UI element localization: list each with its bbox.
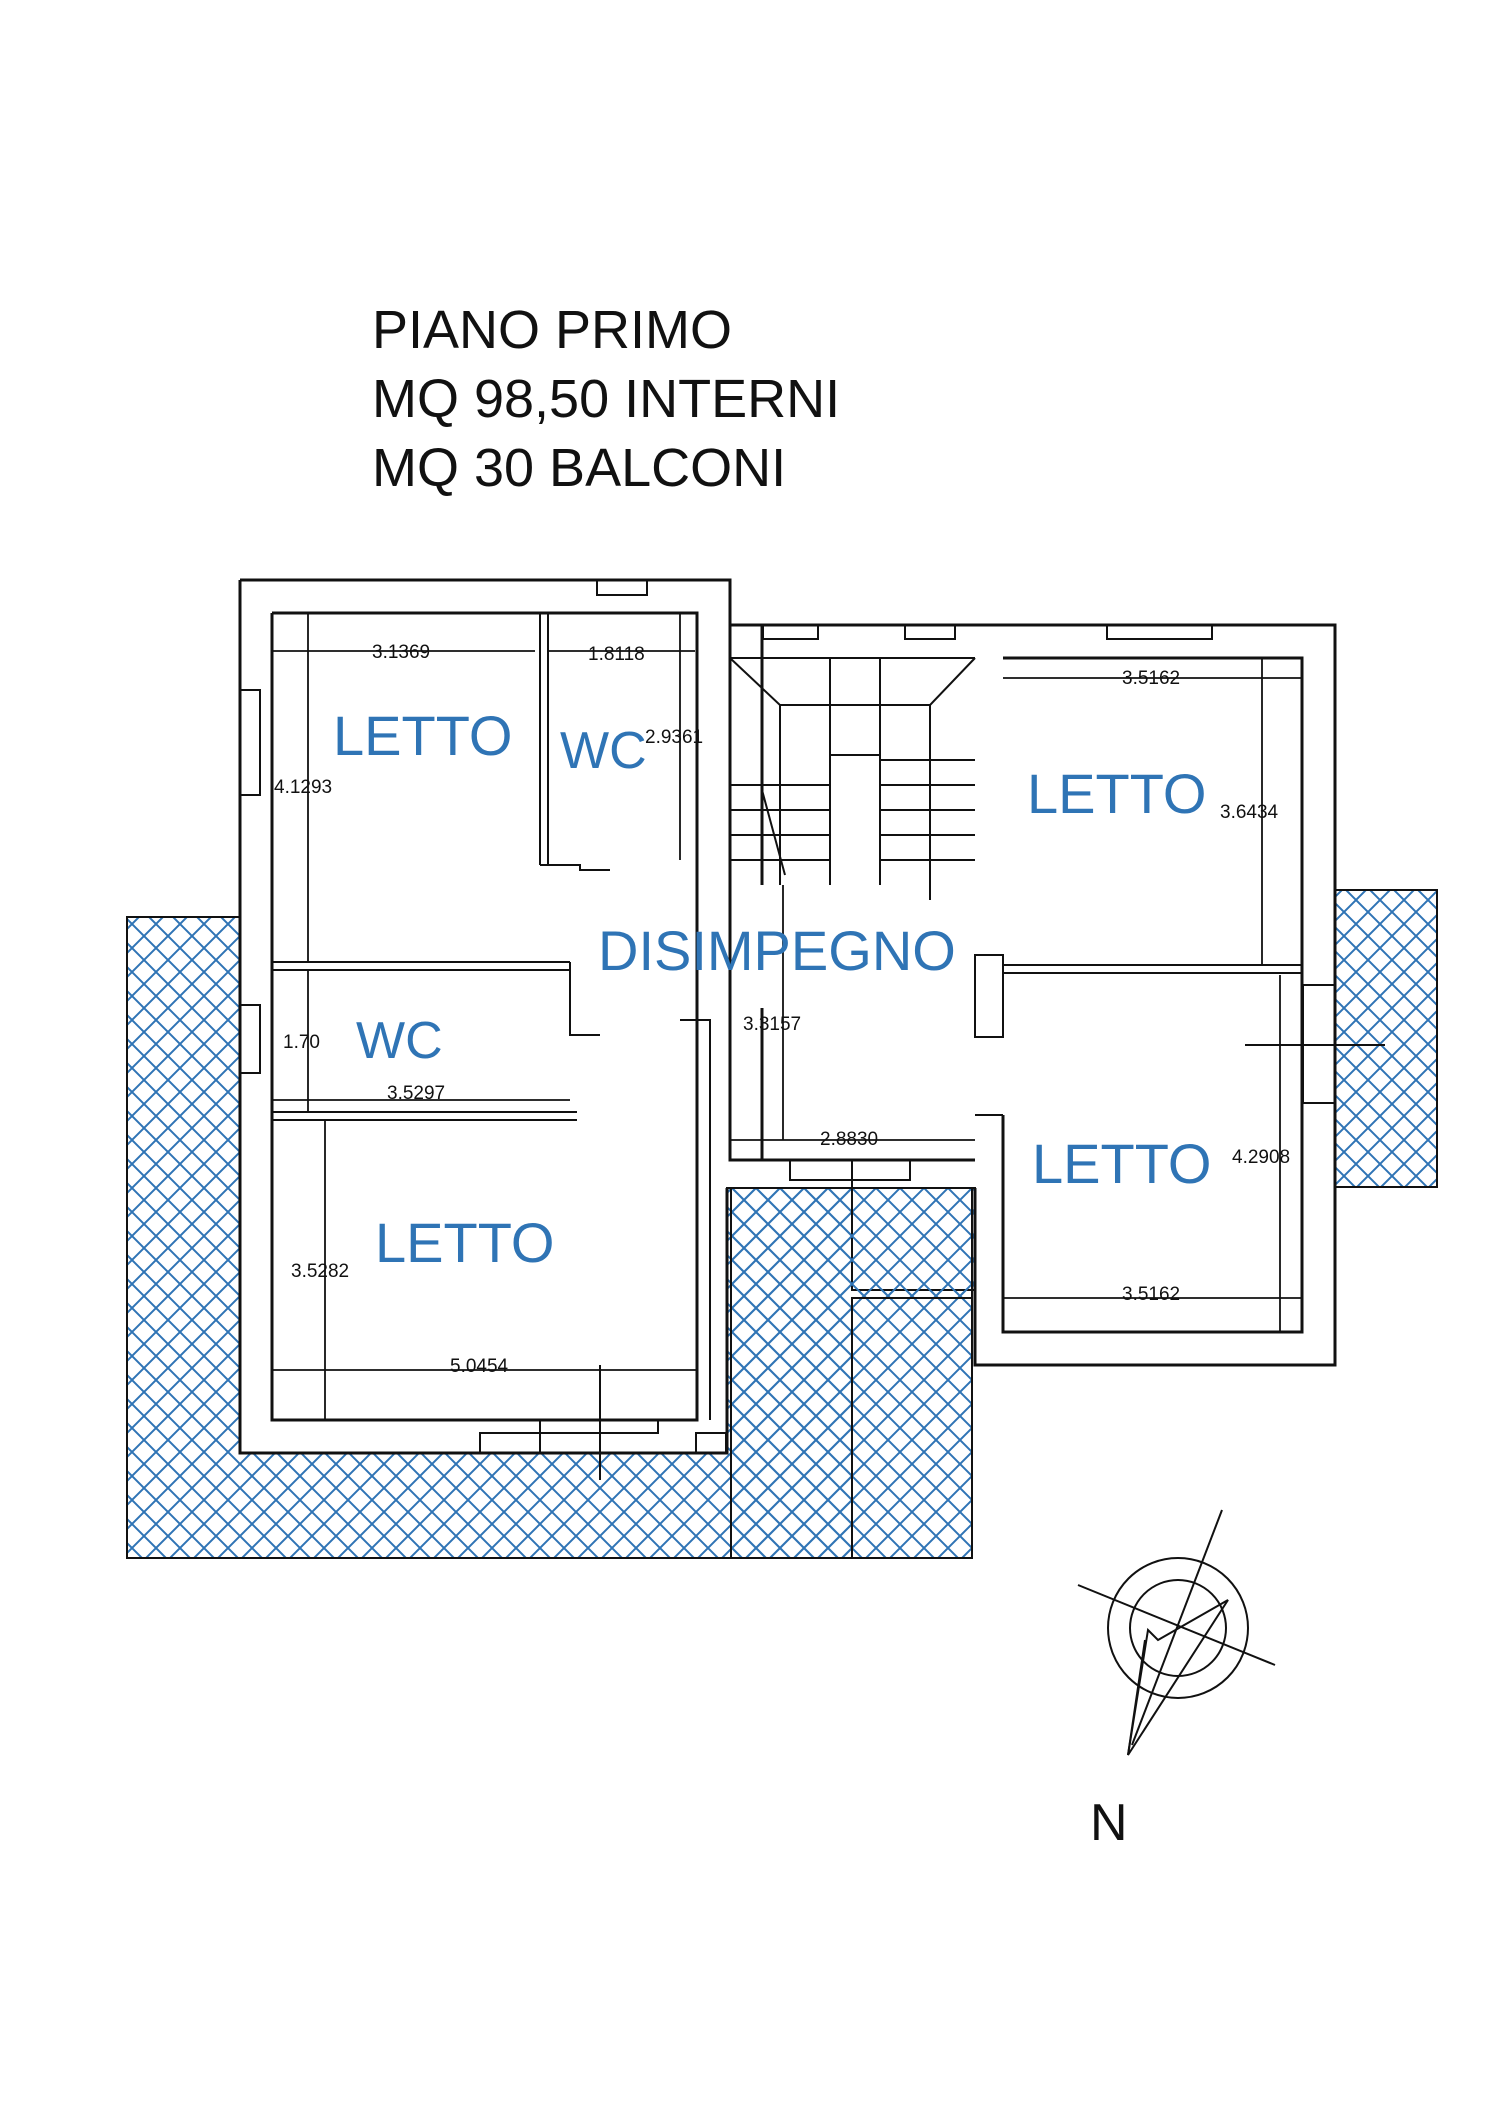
- dim-label-letto-sw-depth: 3.5282: [291, 1261, 349, 1282]
- dim-label-wc-north-depth: 2.9361: [645, 727, 703, 748]
- dim-label-wc-west-depth: 1.70: [283, 1032, 320, 1053]
- north-arrow-icon: [1077, 1509, 1276, 1756]
- dim-label-disimpegno-width: 2.8830: [820, 1129, 878, 1150]
- dim-label-letto-ne-depth: 3.6434: [1220, 802, 1279, 823]
- dimension-lines: [272, 613, 1302, 1420]
- title-floor: PIANO PRIMO: [372, 300, 732, 360]
- room-label-disimpegno: DISIMPEGNO: [598, 919, 956, 982]
- dim-label-wc-west-width: 3.5297: [387, 1083, 445, 1104]
- title-interior-area: MQ 98,50 INTERNI: [372, 369, 840, 429]
- door-marks: [599, 1044, 1385, 1480]
- room-label-wc-north: WC: [560, 722, 647, 780]
- dim-label-letto-se-depth: 4.2908: [1232, 1147, 1290, 1168]
- dim-label-letto-sw-width: 5.0454: [450, 1356, 509, 1377]
- room-label-wc-west: WC: [356, 1012, 443, 1070]
- dim-label-letto-nw-width: 3.1369: [372, 642, 430, 663]
- dim-label-letto-nw-depth: 4.1293: [274, 777, 332, 798]
- dim-label-letto-se-width: 3.5162: [1122, 1284, 1180, 1305]
- dim-label-disimpegno-depth: 3.3157: [743, 1014, 801, 1035]
- room-label-letto-se: LETTO: [1032, 1132, 1211, 1195]
- title-balcony-area: MQ 30 BALCONI: [372, 438, 786, 498]
- dim-label-wc-north-width: 1.8118: [588, 644, 645, 665]
- room-label-letto-ne: LETTO: [1027, 762, 1206, 825]
- room-label-letto-nw: LETTO: [333, 704, 512, 767]
- compass-north-label: N: [1090, 1794, 1128, 1852]
- dim-label-letto-ne-width: 3.5162: [1122, 668, 1180, 689]
- staircase: [729, 657, 976, 900]
- balcony-south-central: [730, 1187, 973, 1559]
- windows: [239, 579, 1213, 1454]
- balcony-east: [1334, 889, 1438, 1188]
- room-label-letto-sw: LETTO: [375, 1211, 554, 1274]
